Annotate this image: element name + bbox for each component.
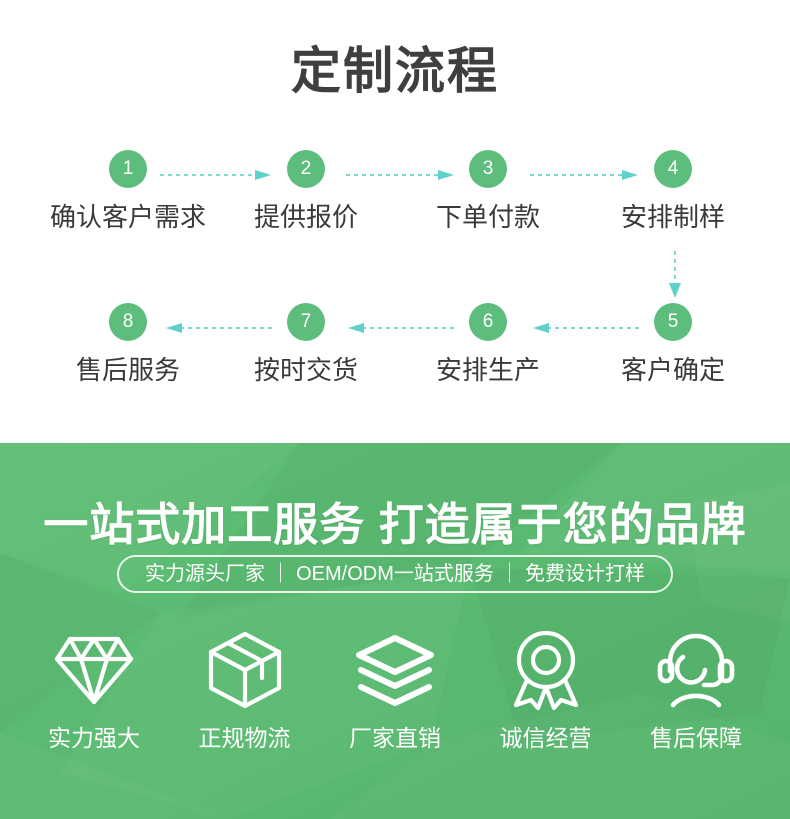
- banner-headline: 一站式加工服务 打造属于您的品牌: [43, 499, 747, 550]
- arrow-right-icon-2: [346, 167, 456, 180]
- feature-item-after-sales[interactable]: 售后保障: [626, 625, 766, 753]
- feature-label: 售后保障: [650, 725, 742, 751]
- step-number-badge: 8: [109, 303, 147, 341]
- process-step-7[interactable]: 7 按时交货: [216, 303, 396, 387]
- arrow-left-icon-1: [166, 320, 273, 333]
- step-label: 安排生产: [435, 355, 540, 385]
- feature-label: 厂家直销: [349, 725, 441, 751]
- box-icon: [175, 625, 315, 715]
- banner-subtitle-text: 实力源头厂家 ｜ OEM/ODM一站式服务 ｜ 免费设计打样: [145, 563, 645, 585]
- step-label: 提供报价: [253, 202, 358, 232]
- arrow-left-icon-3: [533, 320, 641, 333]
- feature-item-strength[interactable]: 实力强大: [24, 625, 164, 753]
- process-step-6[interactable]: 6 安排生产: [398, 303, 578, 387]
- step-label: 确认客户需求: [49, 202, 206, 232]
- step-number-badge: 2: [287, 150, 325, 188]
- process-step-3[interactable]: 3 下单付款: [398, 150, 578, 234]
- process-step-5[interactable]: 5 客户确定: [583, 303, 763, 387]
- step-label: 客户确定: [620, 355, 725, 385]
- arrow-right-icon-3: [530, 167, 640, 180]
- step-label: 下单付款: [435, 202, 540, 232]
- process-section: 定制流程 1 确认客户需求 2 提供报价 3 下单付款 4 安排制样: [0, 43, 790, 413]
- step-label: 售后服务: [75, 355, 180, 385]
- feature-label: 正规物流: [198, 725, 291, 751]
- feature-item-factory-direct[interactable]: 厂家直销: [325, 625, 465, 753]
- feature-item-logistics[interactable]: 正规物流: [175, 625, 315, 753]
- process-step-4[interactable]: 4 安排制样: [583, 150, 763, 234]
- step-label: 按时交货: [253, 355, 358, 385]
- diamond-icon: [24, 625, 164, 715]
- step-number-badge: 1: [109, 150, 147, 188]
- banner-background-texture: [0, 443, 790, 819]
- feature-label: 实力强大: [48, 725, 140, 751]
- step-number-badge: 4: [654, 150, 692, 188]
- arrow-left-icon-2: [348, 320, 456, 333]
- process-step-1[interactable]: 1 确认客户需求: [38, 150, 218, 234]
- step-label: 安排制样: [620, 202, 725, 232]
- medal-icon: [476, 625, 616, 715]
- step-number-badge: 6: [469, 303, 507, 341]
- step-number-badge: 5: [654, 303, 692, 341]
- layers-icon: [325, 625, 465, 715]
- page-title: 定制流程: [291, 43, 499, 99]
- arrow-down-icon: [668, 251, 682, 299]
- banner-subtitle-pill: 实力源头厂家 ｜ OEM/ODM一站式服务 ｜ 免费设计打样: [117, 555, 673, 593]
- process-step-2[interactable]: 2 提供报价: [216, 150, 396, 234]
- arrow-right-icon-1: [160, 167, 273, 180]
- process-row-1: 1 确认客户需求 2 提供报价 3 下单付款 4 安排制样: [0, 150, 790, 260]
- step-number-badge: 7: [287, 303, 325, 341]
- features-row: 实力强大 正规物流 厂家直销: [0, 625, 790, 753]
- promo-banner: 一站式加工服务 打造属于您的品牌 实力源头厂家 ｜ OEM/ODM一站式服务 ｜…: [0, 443, 790, 819]
- step-number-badge: 3: [469, 150, 507, 188]
- headset-icon: [626, 625, 766, 715]
- feature-item-integrity[interactable]: 诚信经营: [476, 625, 616, 753]
- feature-label: 诚信经营: [499, 725, 592, 751]
- process-step-8[interactable]: 8 售后服务: [38, 303, 218, 387]
- process-row-2: 8 售后服务 7 按时交货 6 安排生产 5 客户确定: [0, 303, 790, 413]
